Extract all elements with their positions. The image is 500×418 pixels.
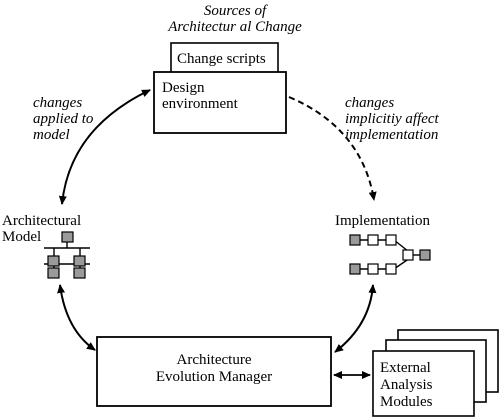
- tree-root-node: [61, 231, 74, 243]
- implicit-effect-arrow: [288, 96, 377, 201]
- evolution-manager-box: [96, 336, 332, 407]
- tree-leaf-node: [73, 267, 86, 279]
- architectural-model-label-line-2: Model: [2, 229, 42, 245]
- changes-applied-arrow: [58, 89, 151, 205]
- design-environment-label-line-2: environment: [162, 96, 238, 112]
- left-edge-label-line-2: applied to: [33, 111, 94, 127]
- implementation-flow-icon: [349, 234, 431, 275]
- evolution-manager-label-line-2: Evolution Manager: [155, 369, 273, 385]
- flow-start-node: [349, 234, 361, 246]
- flow-start-node: [349, 263, 361, 275]
- right-edge-label-line-3: implementation: [345, 127, 439, 143]
- flow-end-node: [419, 249, 431, 261]
- external-modules-label-line-1: External: [380, 360, 431, 376]
- left-edge-label-line-3: model: [33, 127, 70, 143]
- sources-title-line-1: Sources of: [203, 3, 267, 19]
- external-module-box-front: [372, 350, 475, 417]
- implementation-label: Implementation: [335, 213, 430, 229]
- tree-leaf-node: [47, 267, 60, 279]
- flow-node: [367, 234, 379, 246]
- tree-node: [47, 255, 60, 267]
- sources-title-line-2: Architectur al Change: [168, 19, 302, 35]
- external-modules-label-line-3: Modules: [380, 394, 433, 410]
- left-edge-label-line-1: changes: [33, 95, 83, 111]
- flow-node: [402, 249, 414, 261]
- flow-node: [385, 234, 397, 246]
- change-scripts-label: Change scripts: [177, 51, 266, 67]
- tree-node: [73, 255, 86, 267]
- evolution-manager-label-line-1: Architecture: [176, 352, 252, 368]
- design-environment-label-line-1: Design: [162, 80, 205, 96]
- model-manager-arrow: [57, 284, 96, 351]
- architectural-model-label-line-1: Architectural: [2, 213, 82, 229]
- flow-node: [385, 263, 397, 275]
- implementation-manager-arrow: [334, 284, 377, 353]
- design-environment-box: [153, 71, 287, 134]
- right-edge-label-line-2: implicitiy affect: [345, 111, 439, 127]
- right-edge-label-line-1: changes: [345, 95, 395, 111]
- flow-node: [367, 263, 379, 275]
- external-modules-label-line-2: Analysis: [380, 377, 433, 393]
- architecture-tree-icon: [44, 231, 90, 279]
